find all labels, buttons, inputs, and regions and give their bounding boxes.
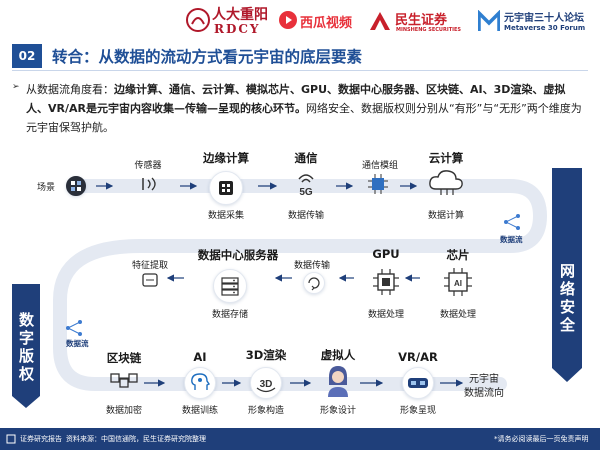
svg-text:5G: 5G: [299, 187, 313, 198]
network-security-band: 网络安全: [552, 168, 582, 368]
scene-icon: [66, 176, 86, 196]
blockchain-label: 数据加密: [105, 406, 143, 416]
blockchain-icon: [109, 369, 139, 395]
communication-label: 数据传输: [287, 211, 325, 221]
data-transfer-title: 数据传输: [293, 261, 331, 271]
comm-module-title: 通信模组: [361, 161, 399, 171]
title-divider: [12, 70, 588, 71]
intro-bold-text: 边缘计算、通信、云计算、模拟芯片、GPU、数据中心服务器、区块链、AI、3D渲染…: [26, 83, 566, 115]
flow-label-left: 数据流: [66, 339, 89, 348]
intro-paragraph: 从数据流角度看：边缘计算、通信、云计算、模拟芯片、GPU、数据中心服务器、区块链…: [26, 80, 586, 137]
gpu-icon: [371, 267, 401, 301]
data-direction-label: 数据流向: [464, 388, 504, 399]
footer-report-label: 证券研究报告: [20, 435, 62, 443]
data-center-server-title: 数据中心服务器: [197, 248, 279, 262]
bullet-arrow-icon: ➢: [12, 82, 20, 92]
page-title: 转合：从数据的流动方式看元宇宙的底层要素: [52, 48, 363, 66]
chip-label: 数据处理: [439, 310, 477, 320]
flow-network-icon-left: [66, 320, 82, 336]
sensor-icon: [139, 174, 165, 198]
3d-rendering-label: 形象构造: [247, 406, 285, 416]
transfer-icon: [303, 272, 325, 294]
digital-copyright-arrow-icon: [12, 396, 40, 408]
cloud-computing-label: 数据计算: [427, 211, 465, 221]
scene-label: 场景: [36, 183, 56, 193]
data-center-server-label: 数据存储: [211, 310, 249, 320]
intro-prefix: 从数据流角度看：: [26, 83, 114, 96]
edge-computing-title: 边缘计算: [203, 151, 249, 165]
vr-ar-label: 形象呈现: [399, 406, 437, 416]
minsheng-emblem-icon: [370, 12, 390, 30]
virtual-human-title: 虚拟人: [320, 348, 356, 362]
feature-extraction-title: 特征提取: [131, 261, 169, 271]
metaverse-forum-logo: 元宇宙三十人论坛 Metaverse 30 Forum: [478, 8, 598, 38]
chip-title: 芯片: [446, 248, 470, 262]
5g-icon: 5G: [291, 169, 321, 203]
gpu-title: GPU: [372, 247, 400, 261]
svg-text:3D: 3D: [260, 379, 273, 390]
blockchain-title: 区块链: [106, 351, 142, 365]
edge-computing-label: 数据采集: [207, 211, 245, 221]
flow-network-icon: [504, 214, 520, 230]
vr-ar-title: VR/AR: [398, 350, 438, 364]
flow-label-right: 数据流: [500, 235, 523, 244]
footer-report-icon: [6, 434, 16, 444]
forum-m-icon: [478, 10, 500, 31]
3d-icon: 3D: [250, 367, 282, 399]
sensor-title: 传感器: [134, 161, 162, 171]
minsheng-logo: 民生证券 MINSHENG SECURITIES: [368, 8, 468, 38]
gpu-label: 数据处理: [367, 310, 405, 320]
feature-icon: [141, 272, 159, 292]
xigua-play-icon: [279, 11, 297, 29]
footer-bar: 证券研究报告 资料来源：中国信通院，民生证券研究院整理 *请务必阅读最后一页免责…: [0, 428, 600, 450]
xigua-logo: 西瓜视频: [278, 10, 364, 34]
vr-headset-icon: [402, 367, 434, 399]
avatar-icon: [323, 363, 353, 401]
footer-disclaimer: *请务必阅读最后一页免责声明: [494, 435, 589, 443]
rdcy-logo: 人大重阳 RDCY: [186, 4, 268, 40]
section-number-badge: 02: [12, 44, 42, 68]
intro-rest-text: 网络安全、数据版权则分别从“有形”与“无形”两个维度为元宇宙保驾护航。: [26, 102, 582, 134]
cloud-computing-title: 云计算: [428, 151, 464, 165]
ai-head-icon: [184, 367, 216, 399]
server-icon: [213, 269, 247, 303]
metaverse-end-label: 元宇宙: [469, 374, 499, 385]
communication-title: 通信: [294, 151, 318, 165]
svg-text:AI: AI: [454, 279, 462, 288]
rdcy-emblem-icon: [186, 8, 210, 32]
ai-label: 数据训练: [181, 406, 219, 416]
module-chip-icon: [367, 173, 389, 199]
ai-chip-icon: AI: [443, 267, 473, 301]
ai-title: AI: [193, 350, 207, 364]
edge-chip-icon: [209, 171, 243, 205]
cloud-icon: [427, 167, 465, 201]
network-security-arrow-icon: [552, 368, 582, 382]
3d-rendering-title: 3D渲染: [245, 348, 287, 362]
footer-source: 资料来源：中国信通院，民生证券研究院整理: [66, 435, 206, 443]
virtual-human-label: 形象设计: [319, 406, 357, 416]
digital-copyright-band: 数字版权: [12, 284, 40, 396]
